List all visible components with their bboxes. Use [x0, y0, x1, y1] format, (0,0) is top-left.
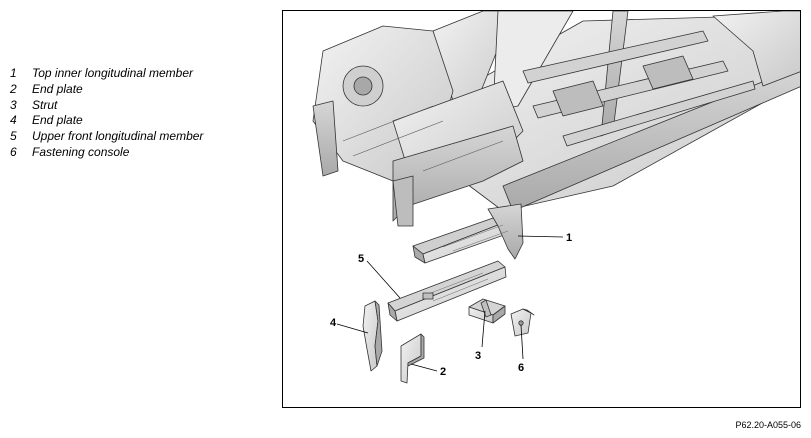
- figure-code: P62.20-A055-06: [735, 420, 801, 430]
- legend-label: Upper front longitudinal member: [32, 129, 204, 144]
- legend-label: Top inner longitudinal member: [32, 66, 193, 80]
- part-fastening-console: [510, 308, 535, 337]
- part-upper-front-longitudinal-member: [387, 260, 507, 322]
- legend-label: End plate: [32, 113, 83, 128]
- callout-3: 3: [475, 350, 481, 362]
- exploded-view-figure: 1 5 4 2 3 6: [282, 10, 801, 408]
- legend-number: 2: [10, 81, 17, 96]
- part-end-plate-bottom: [400, 333, 425, 384]
- callout-5: 5: [358, 253, 364, 265]
- callout-1: 1: [566, 232, 572, 244]
- legend-label: End plate: [32, 81, 83, 96]
- legend-item: 3 Strut: [10, 98, 203, 114]
- body-structure-drawing: 1 5 4 2 3 6: [312, 11, 800, 384]
- callout-6: 6: [518, 362, 524, 374]
- legend-number: 5: [10, 129, 17, 144]
- legend-item: 1 Top inner longitudinal member: [10, 66, 203, 82]
- legend-number: 4: [10, 113, 17, 128]
- legend-number: 1: [10, 66, 17, 80]
- callout-4: 4: [330, 317, 337, 329]
- legend-label: Strut: [32, 97, 58, 112]
- part-top-inner-longitudinal-member: [412, 203, 524, 264]
- legend-label: Fastening console: [32, 144, 130, 159]
- car-body-shell: [312, 11, 800, 227]
- callout-2: 2: [440, 366, 446, 378]
- legend-number: 6: [10, 144, 17, 159]
- legend-item: 6 Fastening console: [10, 145, 203, 161]
- legend-number: 3: [10, 97, 17, 112]
- part-strut: [468, 298, 506, 324]
- parts-legend: 1 Top inner longitudinal member 2 End pl…: [10, 66, 203, 161]
- legend-item: 5 Upper front longitudinal member: [10, 129, 203, 145]
- legend-item: 4 End plate: [10, 113, 203, 129]
- legend-item: 2 End plate: [10, 82, 203, 98]
- part-end-plate-left: [362, 300, 383, 372]
- callout-leaders: [336, 235, 564, 372]
